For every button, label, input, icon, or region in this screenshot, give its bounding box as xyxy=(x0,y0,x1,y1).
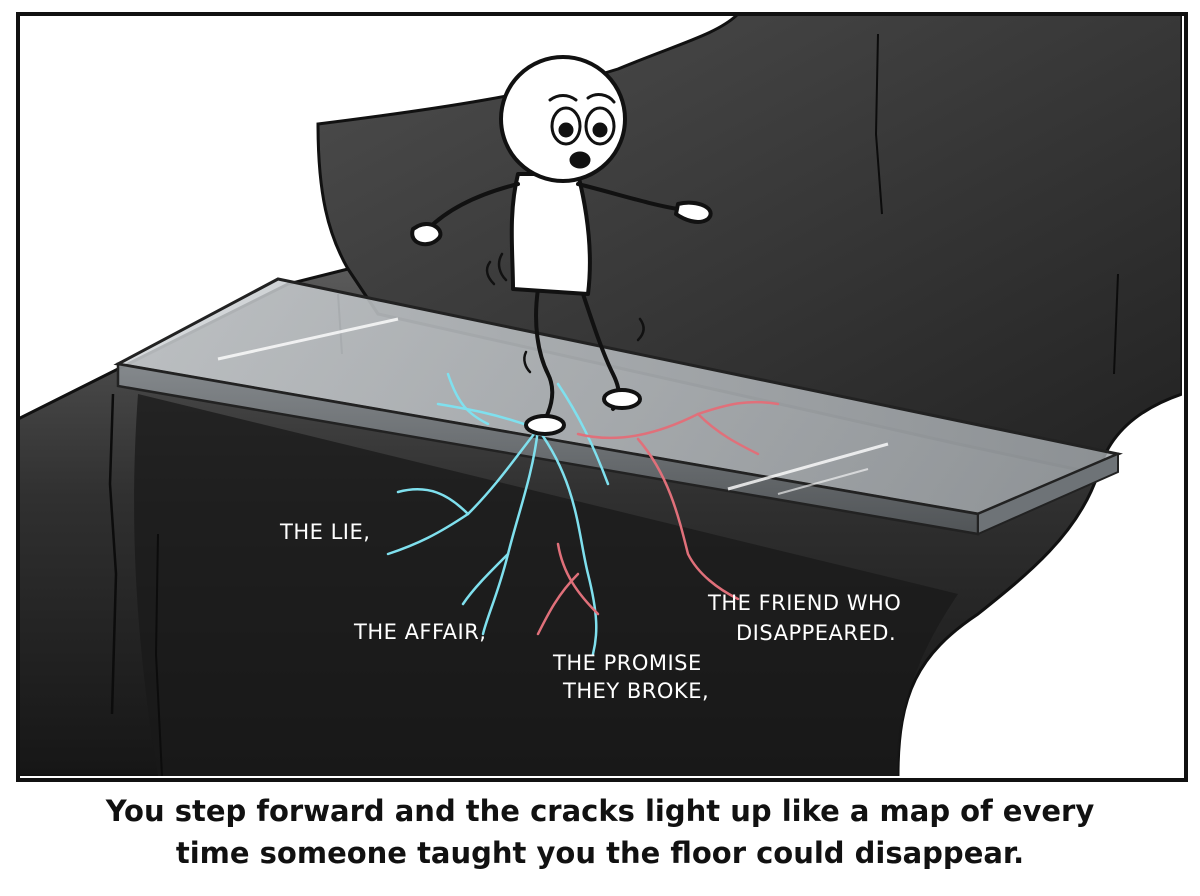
label-the-friend-2: DISAPPEARED. xyxy=(736,621,896,645)
label-the-affair: THE AFFAIR, xyxy=(353,620,486,644)
label-the-promise-2: THEY BROKE, xyxy=(562,679,709,703)
caption-line-1: You step forward and the cracks light up… xyxy=(105,794,1095,828)
label-the-friend-1: THE FRIEND WHO xyxy=(707,591,901,615)
worried-face xyxy=(548,93,616,169)
caption: You step forward and the cracks light up… xyxy=(0,790,1200,874)
chasm-illustration: THE LIE, THE AFFAIR, THE PROMISE THEY BR… xyxy=(18,14,1182,776)
red-cracks xyxy=(536,400,780,636)
label-the-lie: THE LIE, xyxy=(279,520,370,544)
caption-line-2: time someone taught you the floor could … xyxy=(175,836,1025,870)
comic-panel: THE LIE, THE AFFAIR, THE PROMISE THEY BR… xyxy=(18,14,1182,776)
crack-labels: THE LIE, THE AFFAIR, THE PROMISE THEY BR… xyxy=(279,520,901,703)
label-the-promise-1: THE PROMISE xyxy=(552,651,702,675)
